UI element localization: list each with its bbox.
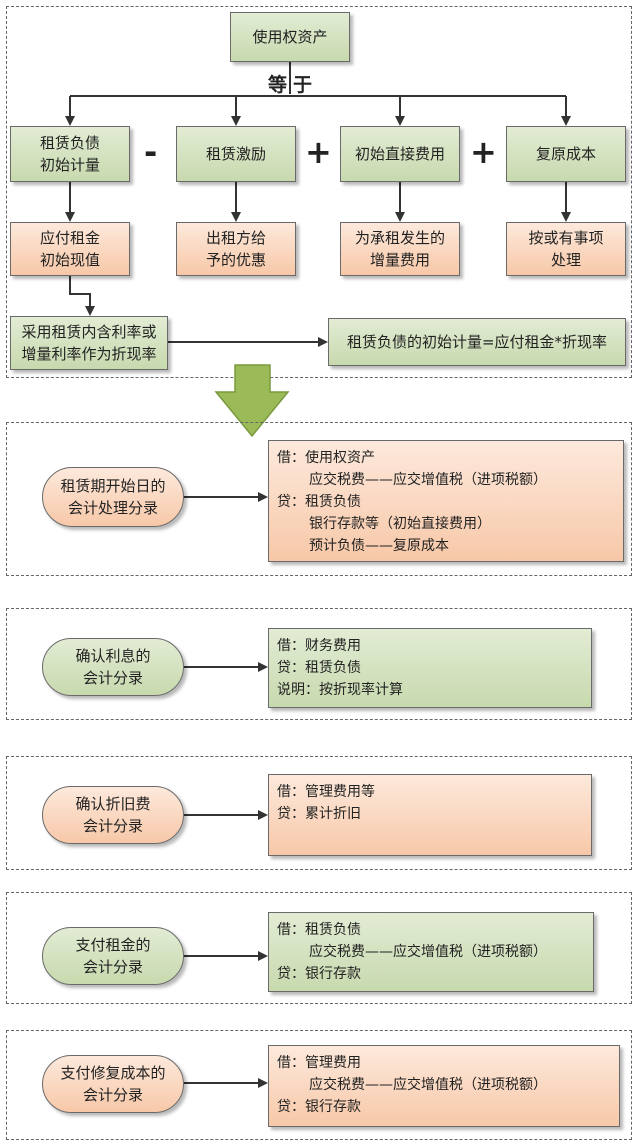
entry-line: 说明：按折现率计算 bbox=[277, 682, 403, 698]
section-title-3: 确认折旧费 会计分录 bbox=[42, 786, 184, 844]
component-lease-liability: 租赁负债 初始计量 bbox=[10, 126, 130, 182]
section-title-4: 支付租金的 会计分录 bbox=[42, 927, 184, 985]
entry-line: 应交税费——应交增值税（进项税额） bbox=[309, 1077, 547, 1093]
sub-restoration-cost: 按或有事项 处理 bbox=[506, 222, 626, 276]
sub-lease-incentive: 出租方给 予的优惠 bbox=[176, 222, 296, 276]
entry-line: 借：使用权资产 bbox=[277, 450, 375, 466]
asset-box: 使用权资产 bbox=[230, 12, 350, 62]
entry-line: 银行存款等（初始直接费用） bbox=[309, 516, 491, 532]
entry-line: 应交税费——应交增值税（进项税额） bbox=[309, 944, 547, 960]
section-frame-5 bbox=[6, 1030, 632, 1140]
top-frame bbox=[6, 6, 632, 378]
operator-plus-2: + bbox=[470, 133, 497, 171]
entry-box-1: 借：使用权资产 应交税费——应交增值税（进项税额） 贷：租赁负债 银行存款等（初… bbox=[268, 440, 624, 562]
entry-line: 贷：银行存款 bbox=[277, 966, 361, 982]
entry-line: 借：财务费用 bbox=[277, 638, 361, 654]
section-title-1: 租赁期开始日的 会计处理分录 bbox=[42, 467, 184, 527]
operator-minus: - bbox=[144, 133, 158, 171]
equals-label: 等于 bbox=[268, 74, 319, 96]
component-initial-direct-cost: 初始直接费用 bbox=[340, 126, 460, 182]
sub-rate-line bbox=[69, 276, 95, 316]
entry-line: 贷：银行存款 bbox=[277, 1099, 361, 1115]
component-lease-incentive: 租赁激励 bbox=[176, 126, 296, 182]
entry-line: 应交税费——应交增值税（进项税额） bbox=[309, 472, 547, 488]
section-title-2: 确认利息的 会计分录 bbox=[42, 638, 184, 696]
operator-plus-1: + bbox=[305, 133, 332, 171]
entry-line: 借：租赁负债 bbox=[277, 922, 361, 938]
section-frame-4 bbox=[6, 892, 632, 1004]
section-frame-1 bbox=[6, 422, 632, 576]
entry-line: 借：管理费用等 bbox=[277, 784, 375, 800]
entry-line: 预计负债——复原成本 bbox=[309, 538, 449, 554]
section-title-5: 支付修复成本的 会计分录 bbox=[42, 1055, 184, 1113]
section-frame-3 bbox=[6, 756, 632, 870]
entry-line: 借：管理费用 bbox=[277, 1055, 361, 1071]
entry-box-5: 借：管理费用 应交税费——应交增值税（进项税额） 贷：银行存款 bbox=[268, 1045, 620, 1127]
component-restoration-cost: 复原成本 bbox=[506, 126, 626, 182]
entry-box-2: 借：财务费用 贷：租赁负债 说明：按折现率计算 bbox=[268, 628, 592, 708]
formula-box: 租赁负债的初始计量=应付租金*折现率 bbox=[328, 318, 626, 366]
entry-line: 贷：租赁负债 bbox=[277, 660, 361, 676]
entry-line: 贷：累计折旧 bbox=[277, 806, 361, 822]
big-down-arrow bbox=[214, 364, 290, 438]
entry-box-4: 借：租赁负债 应交税费——应交增值税（进项税额） 贷：银行存款 bbox=[268, 912, 594, 992]
section-frame-2 bbox=[6, 608, 632, 720]
entry-line: 贷：租赁负债 bbox=[277, 494, 361, 510]
sub-lease-liability: 应付租金 初始现值 bbox=[10, 222, 130, 276]
rate-box: 采用租赁内含利率或 增量利率作为折现率 bbox=[10, 316, 168, 370]
entry-box-3: 借：管理费用等 贷：累计折旧 bbox=[268, 774, 592, 856]
sub-initial-direct-cost: 为承租发生的 增量费用 bbox=[340, 222, 460, 276]
